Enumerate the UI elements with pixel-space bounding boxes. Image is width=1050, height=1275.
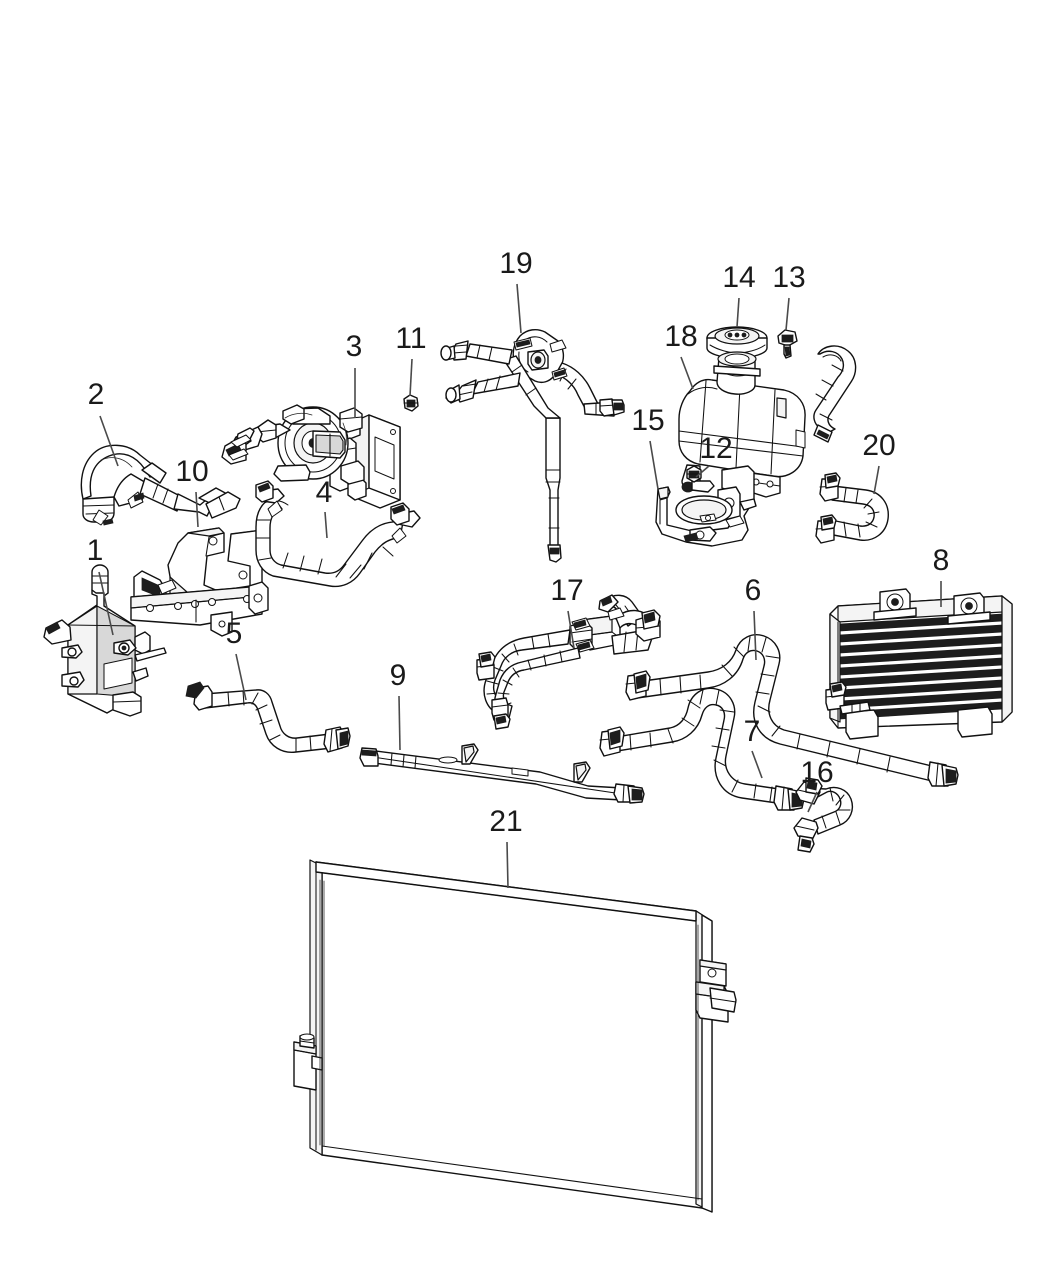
reservoir-overflow-hose bbox=[813, 345, 857, 443]
callout-9: 9 bbox=[390, 659, 407, 751]
callout-19: 19 bbox=[499, 247, 533, 334]
callout-6: 6 bbox=[745, 574, 762, 661]
callout-leader-10 bbox=[195, 491, 199, 528]
callout-number-20: 20 bbox=[862, 429, 895, 462]
callout-4: 4 bbox=[316, 476, 333, 539]
callout-number-4: 4 bbox=[316, 476, 333, 509]
part-20-oil-cooler-bypass-hose bbox=[815, 472, 889, 544]
part-5-coolant-return-tube bbox=[185, 681, 351, 753]
part-16-coolant-elbow-hose-lower bbox=[793, 777, 854, 853]
callout-leader-5 bbox=[235, 653, 247, 701]
callout-leader-2 bbox=[99, 415, 119, 467]
part-3-water-pump-body bbox=[221, 404, 365, 485]
callout-11: 11 bbox=[395, 322, 427, 397]
callout-leader-1 bbox=[98, 571, 114, 636]
callout-leader-4 bbox=[324, 511, 328, 539]
callout-2: 2 bbox=[88, 378, 119, 467]
part-15-reservoir-mounting-bracket bbox=[655, 465, 757, 547]
callout-number-12: 12 bbox=[699, 432, 732, 465]
callout-8: 8 bbox=[933, 544, 950, 607]
part-4-lower-radiator-hose bbox=[255, 480, 421, 588]
callout-number-10: 10 bbox=[175, 455, 208, 488]
callout-number-21: 21 bbox=[489, 805, 522, 838]
callout-7: 7 bbox=[744, 715, 763, 779]
callout-number-17: 17 bbox=[550, 574, 583, 607]
callout-number-9: 9 bbox=[390, 659, 407, 692]
callout-number-1: 1 bbox=[87, 534, 104, 567]
part-17-heater-hose-assembly bbox=[476, 594, 661, 730]
callout-number-2: 2 bbox=[88, 378, 105, 411]
callout-number-5: 5 bbox=[226, 617, 243, 650]
callout-leader-12 bbox=[695, 465, 710, 478]
callout-17: 17 bbox=[550, 574, 584, 649]
callout-12: 12 bbox=[695, 432, 733, 478]
callout-number-7: 7 bbox=[744, 715, 761, 748]
part-11-mounting-nut-upper bbox=[403, 394, 419, 412]
callout-10: 10 bbox=[175, 455, 209, 528]
callout-leader-15 bbox=[649, 440, 659, 490]
callout-number-3: 3 bbox=[346, 330, 363, 363]
callout-leader-7 bbox=[751, 750, 763, 779]
callout-number-15: 15 bbox=[631, 404, 664, 437]
part-9-coolant-crossover-tube bbox=[359, 743, 645, 804]
part-13-reservoir-retaining-nut bbox=[777, 329, 798, 359]
callout-5: 5 bbox=[226, 617, 247, 701]
callout-number-6: 6 bbox=[745, 574, 762, 607]
callout-15: 15 bbox=[631, 404, 665, 490]
callout-number-14: 14 bbox=[722, 261, 755, 294]
part-6-oil-cooler-supply-hose bbox=[625, 634, 959, 787]
part-2-coolant-elbow-hose-upper bbox=[80, 444, 241, 526]
callout-number-8: 8 bbox=[933, 544, 950, 577]
callout-13: 13 bbox=[772, 261, 806, 331]
part-8-transmission-oil-cooler bbox=[825, 588, 1013, 740]
callout-1: 1 bbox=[87, 534, 114, 636]
callout-20: 20 bbox=[862, 429, 896, 495]
part-19-coolant-hose-manifold-assembly bbox=[440, 328, 625, 563]
callout-leader-9 bbox=[398, 695, 401, 751]
callout-3: 3 bbox=[346, 330, 363, 418]
callout-21: 21 bbox=[489, 805, 523, 889]
callout-number-13: 13 bbox=[772, 261, 805, 294]
callout-leader-21 bbox=[506, 841, 509, 889]
callout-leader-20 bbox=[873, 465, 880, 495]
callout-leader-19 bbox=[516, 283, 522, 334]
part-14-reservoir-pressure-cap bbox=[706, 326, 768, 359]
callout-14: 14 bbox=[722, 261, 756, 328]
part-18-coolant-recovery-reservoir bbox=[678, 351, 806, 498]
part-21-radiator-core-assembly bbox=[293, 859, 737, 1213]
callout-18: 18 bbox=[664, 320, 698, 390]
callout-number-19: 19 bbox=[499, 247, 532, 280]
callout-leader-18 bbox=[680, 356, 694, 390]
callout-leader-13 bbox=[785, 297, 790, 331]
callout-number-11: 11 bbox=[395, 322, 426, 355]
callout-leader-14 bbox=[736, 297, 740, 328]
callout-number-18: 18 bbox=[664, 320, 697, 353]
callout-leader-16 bbox=[807, 791, 818, 813]
callout-leader-11 bbox=[409, 358, 413, 397]
part-1-auxiliary-coolant-pump-module bbox=[43, 564, 167, 717]
callout-leader-17 bbox=[567, 610, 575, 649]
callout-number-16: 16 bbox=[800, 756, 833, 789]
callout-leader-6 bbox=[753, 610, 757, 661]
callout-16: 16 bbox=[800, 756, 834, 813]
part-10-pump-support-bracket bbox=[130, 527, 269, 637]
